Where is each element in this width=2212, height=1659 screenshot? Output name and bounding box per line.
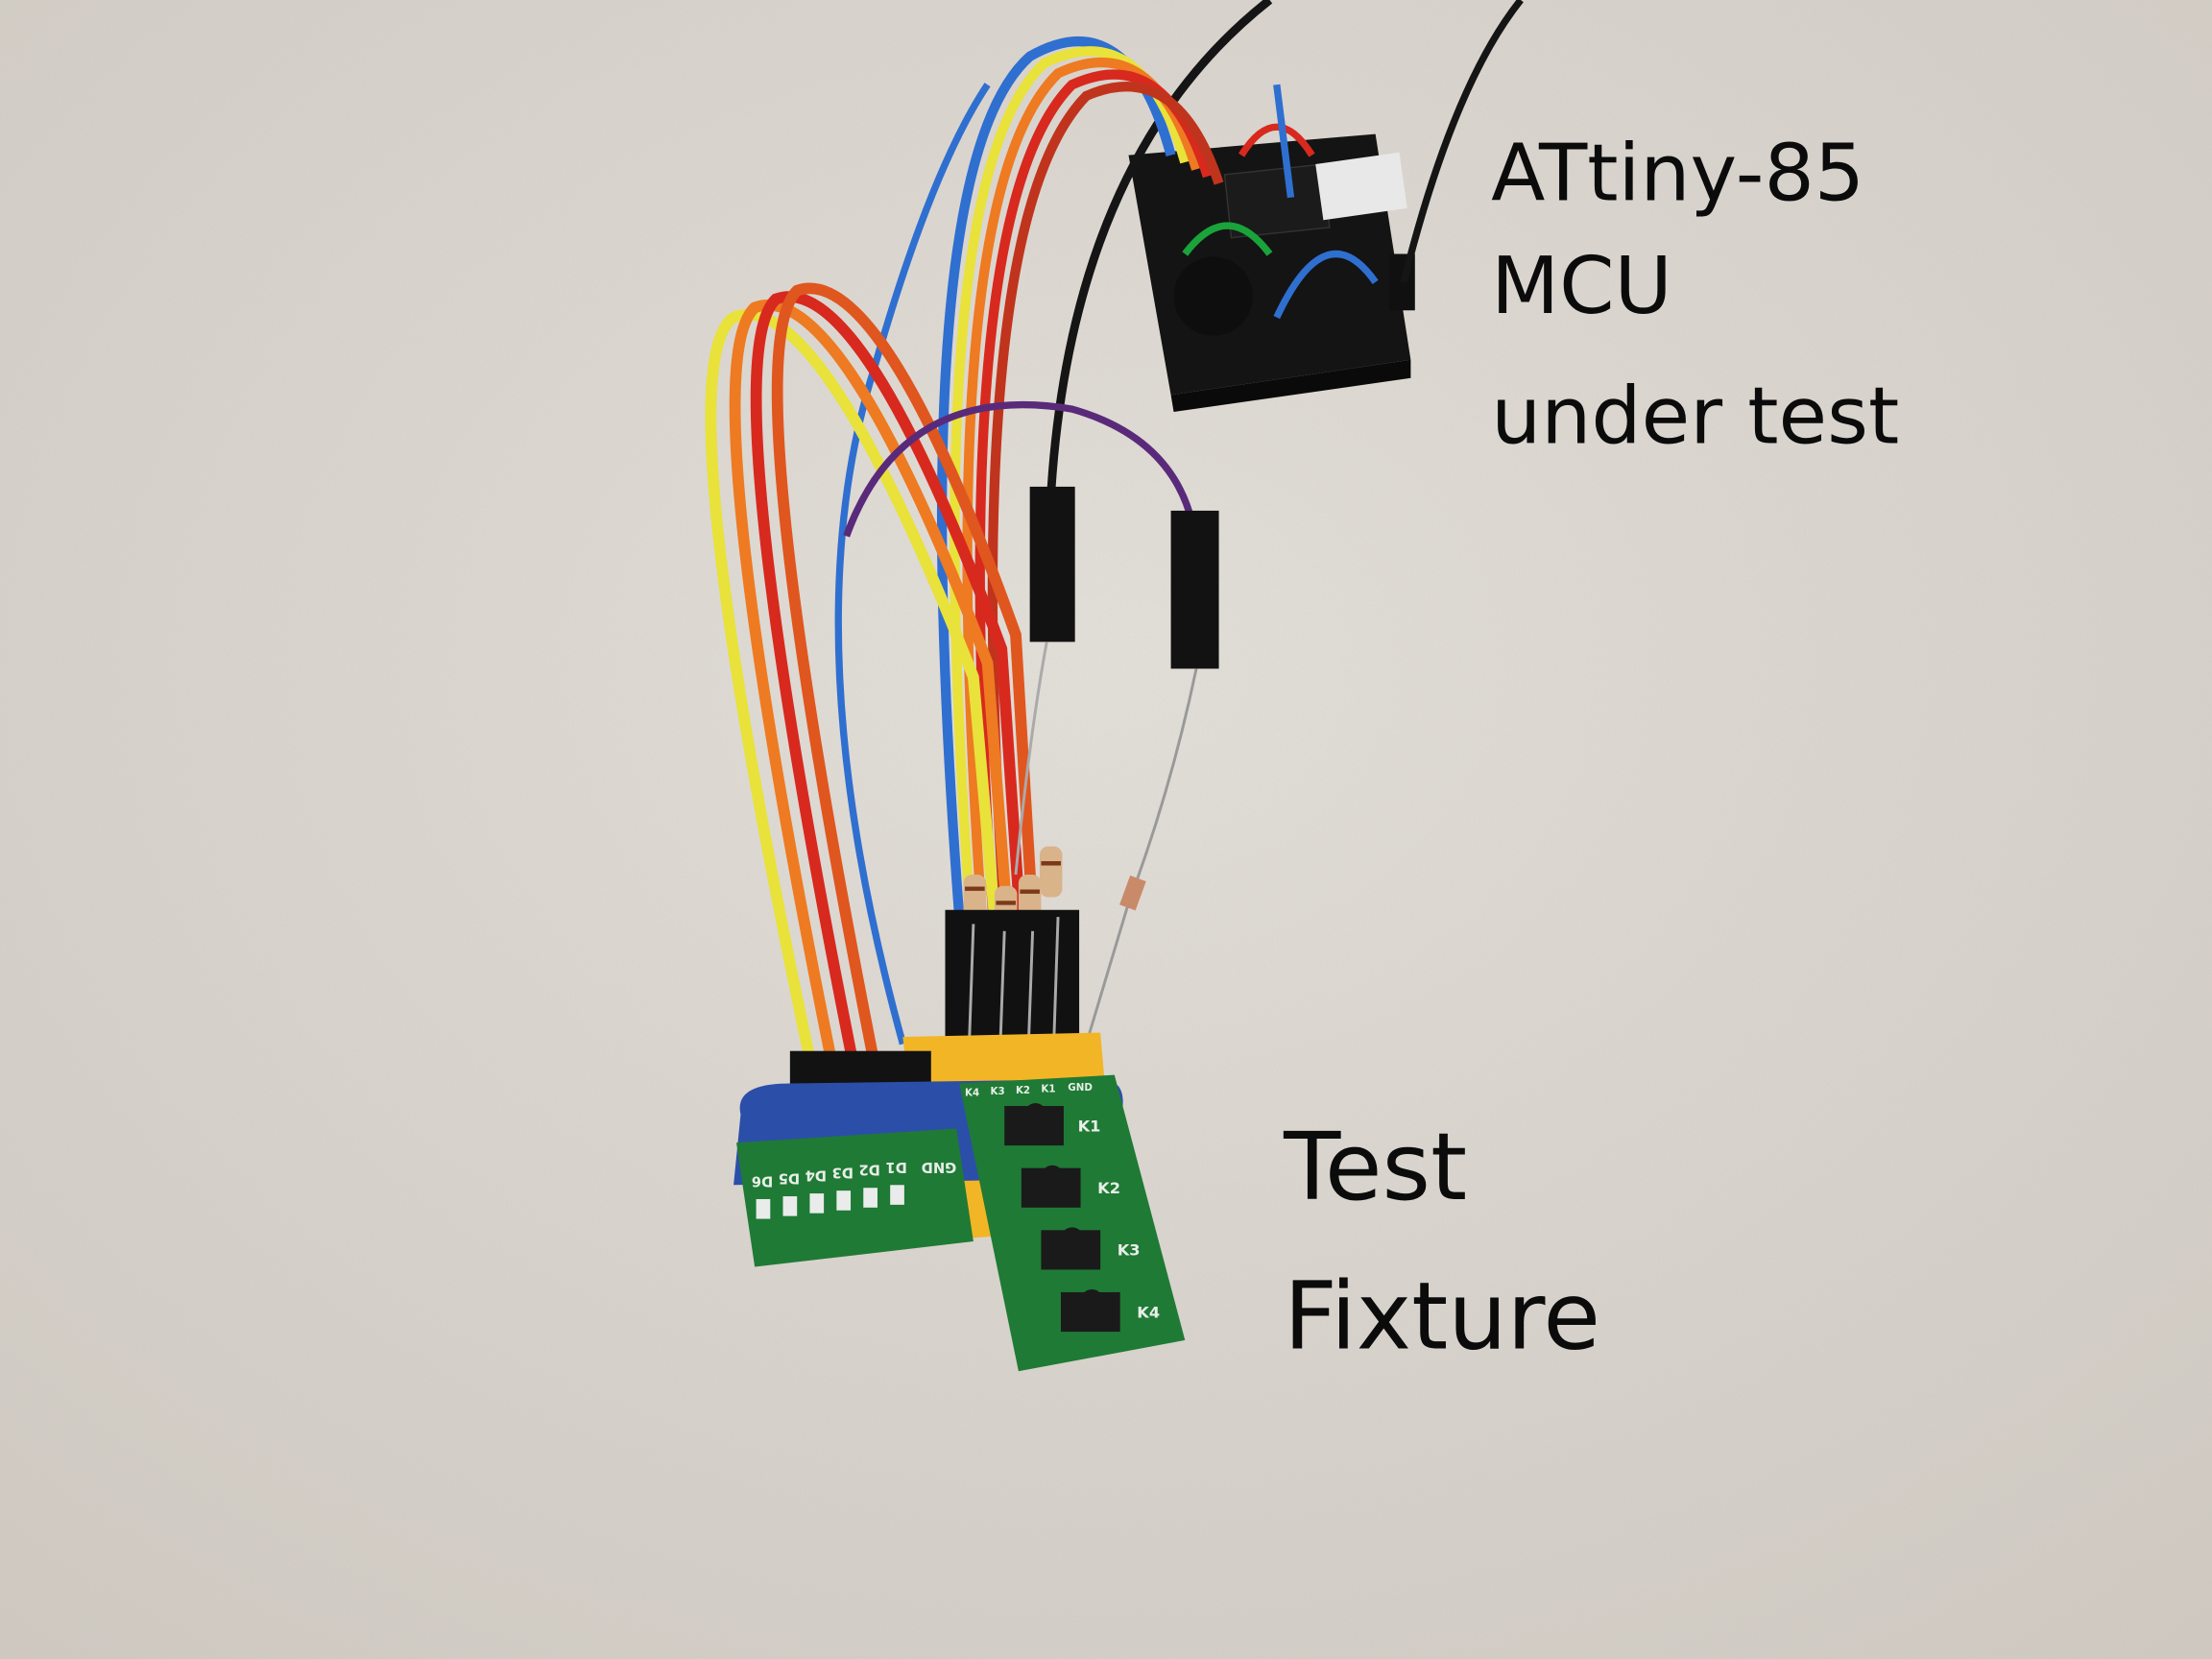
led-pin-label: D3 [832,1165,854,1181]
blue-wire [834,83,991,1046]
mcu-caption-line: ATtiny-85 [1491,129,1864,220]
fixture-caption-line: Test [1283,1113,1467,1221]
led-pin-label: D5 [779,1170,800,1187]
button-label-k3: K3 [1118,1241,1141,1260]
fixture-caption-line: Fixture [1284,1262,1600,1371]
usb-connector [1315,152,1407,221]
button-label-k4: K4 [1137,1303,1160,1321]
led-pin-label: D6 [752,1172,773,1189]
header-label: K4 [965,1088,979,1099]
dupont-connector [1029,486,1075,642]
header-label: GND [1068,1082,1093,1094]
button-label-k2: K2 [1097,1179,1120,1197]
buzzer [1173,256,1253,336]
button-label-k1: K1 [1078,1117,1101,1135]
header-label: K3 [991,1086,1005,1097]
black-wire [1400,0,1524,283]
fixture-caption: Test Fixture [1283,1113,1600,1371]
black-wire [1046,0,1273,494]
svg-text:GND: GND [922,1159,957,1175]
tactile-buttons [1004,1103,1120,1333]
led-pin-label: D4 [805,1167,827,1184]
led-pin-label: D1 [885,1159,906,1175]
dupont-connector [1170,510,1219,669]
mcu-breadboard [1128,84,1415,413]
mcu-caption-line: under test [1491,371,1899,462]
diode [1119,875,1146,911]
mcu-caption-line: MCU [1491,241,1672,332]
led-pin-label: GND [922,1159,957,1175]
header-label: K1 [1041,1083,1055,1094]
purple-wire [843,400,1196,538]
led-pin-label: D2 [858,1162,879,1178]
mcu-caption: ATtiny-85 MCU under test [1491,129,1899,463]
header-label: K2 [1016,1085,1030,1096]
button-board: K1 K2 K3 K4 K4 K3 K2 K1 GND [959,1074,1186,1372]
